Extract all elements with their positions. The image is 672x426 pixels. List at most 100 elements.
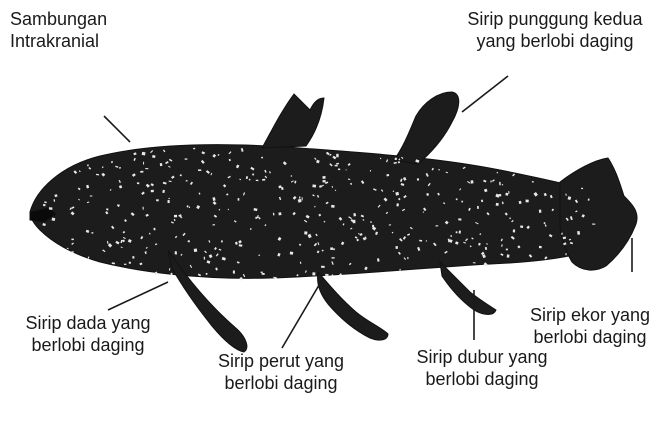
second-dorsal-fin bbox=[394, 92, 459, 164]
fish-spot bbox=[336, 154, 338, 157]
fish-spot bbox=[330, 247, 333, 250]
fish-spot bbox=[278, 212, 281, 215]
fish-spot bbox=[459, 231, 461, 234]
label-second-dorsal-fin-line1: Sirip punggung kedua bbox=[450, 8, 660, 30]
leader-second-dorsal-fin bbox=[462, 76, 508, 112]
fish-spot bbox=[194, 249, 197, 253]
fish-spot bbox=[302, 197, 303, 200]
fish-spot bbox=[581, 188, 583, 189]
fish-spot bbox=[124, 264, 126, 265]
fish-spot bbox=[335, 165, 338, 167]
fish-spot bbox=[167, 200, 169, 203]
fish-spot bbox=[256, 180, 259, 181]
fish-spot bbox=[353, 220, 356, 224]
fish-spot bbox=[143, 207, 144, 210]
fish-spot bbox=[396, 203, 399, 206]
fish-spot bbox=[87, 164, 89, 166]
fish-spot bbox=[323, 180, 326, 183]
fish-spot bbox=[233, 271, 235, 274]
fish-spot bbox=[526, 200, 529, 203]
fish-spot bbox=[312, 272, 315, 275]
fish-spot bbox=[71, 251, 74, 253]
fish-spot bbox=[496, 203, 499, 206]
fish-spot bbox=[407, 257, 408, 259]
label-anal-fin-line1: Sirip dubur yang bbox=[402, 346, 562, 368]
fish-spot bbox=[398, 161, 400, 163]
fish-spot bbox=[239, 244, 243, 247]
fish-spot bbox=[471, 180, 474, 183]
fish-spot bbox=[477, 206, 479, 209]
label-pelvic-fin-line2: berlobi daging bbox=[196, 372, 366, 394]
label-intracranial: Sambungan Intrakranial bbox=[10, 8, 107, 52]
leader-intracranial bbox=[104, 116, 130, 142]
fish-spot bbox=[393, 191, 394, 192]
fish-spot bbox=[544, 222, 546, 224]
label-intracranial-line1: Sambungan bbox=[10, 8, 107, 30]
label-caudal-fin-line1: Sirip ekor yang bbox=[512, 304, 668, 326]
fish-spot bbox=[438, 169, 439, 171]
fish-spot bbox=[338, 169, 340, 171]
fish-spot bbox=[436, 225, 439, 226]
fish-spot bbox=[261, 272, 263, 274]
fish-spot bbox=[395, 246, 398, 249]
fish-spot bbox=[321, 266, 325, 268]
fish-spot bbox=[160, 163, 162, 166]
fish-spot bbox=[395, 192, 399, 196]
fish-spot bbox=[325, 274, 328, 276]
fish-spot bbox=[49, 207, 53, 210]
fish-spot bbox=[312, 184, 316, 187]
fish-spot bbox=[129, 262, 131, 264]
fish-spot bbox=[322, 250, 324, 252]
fish-spot bbox=[506, 249, 508, 251]
fish-spot bbox=[520, 225, 523, 228]
label-pectoral-fin-line2: berlobi daging bbox=[8, 334, 168, 356]
fish-spot bbox=[199, 193, 201, 195]
caudal-fin bbox=[560, 158, 637, 270]
fish-spot bbox=[186, 180, 188, 181]
label-pelvic-fin-line1: Sirip perut yang bbox=[196, 350, 366, 372]
fish-spot bbox=[592, 224, 595, 225]
fish-spot bbox=[290, 252, 294, 255]
fish-spot bbox=[395, 158, 397, 161]
fish-spot bbox=[456, 231, 458, 233]
fish-spot bbox=[577, 231, 580, 235]
pelvic-fin bbox=[317, 272, 388, 340]
fish-spot bbox=[513, 229, 515, 232]
fish-spot bbox=[261, 157, 263, 159]
fish-spot bbox=[332, 257, 335, 259]
fish-spot bbox=[539, 210, 542, 213]
anal-fin bbox=[440, 262, 496, 315]
fish-spot bbox=[175, 252, 177, 254]
fish-spot bbox=[473, 262, 476, 263]
fish-spot bbox=[507, 254, 510, 257]
fish-spot bbox=[261, 273, 264, 275]
fish-spot bbox=[331, 205, 334, 208]
fish-spot bbox=[238, 198, 240, 201]
fish-spot bbox=[198, 169, 201, 171]
fish-spot bbox=[456, 198, 458, 200]
fish-spot bbox=[204, 257, 205, 260]
fish-spot bbox=[137, 182, 140, 184]
fish-spot bbox=[71, 239, 73, 241]
fish-spot bbox=[185, 158, 188, 159]
fish-spot bbox=[174, 215, 177, 218]
label-intracranial-line2: Intrakranial bbox=[10, 30, 107, 52]
leader-pectoral-fin bbox=[108, 282, 168, 310]
leader-pelvic-fin bbox=[282, 280, 322, 348]
fish-spot bbox=[145, 168, 148, 169]
label-caudal-fin: Sirip ekor yang berlobi daging bbox=[512, 304, 668, 348]
label-second-dorsal-fin-line2: yang berlobi daging bbox=[450, 30, 660, 52]
fish-body bbox=[30, 145, 604, 279]
label-pelvic-fin: Sirip perut yang berlobi daging bbox=[196, 350, 366, 394]
fish-spot bbox=[458, 218, 461, 220]
fish-spot bbox=[140, 171, 143, 173]
label-second-dorsal-fin: Sirip punggung kedua yang berlobi daging bbox=[450, 8, 660, 52]
fish-spot bbox=[153, 228, 155, 231]
fish-spot bbox=[132, 256, 134, 259]
label-anal-fin-line2: berlobi daging bbox=[402, 368, 562, 390]
fish-spot bbox=[539, 246, 542, 248]
fish-spot bbox=[262, 179, 265, 181]
fish-spot bbox=[588, 199, 590, 201]
fish-spot bbox=[151, 190, 154, 193]
